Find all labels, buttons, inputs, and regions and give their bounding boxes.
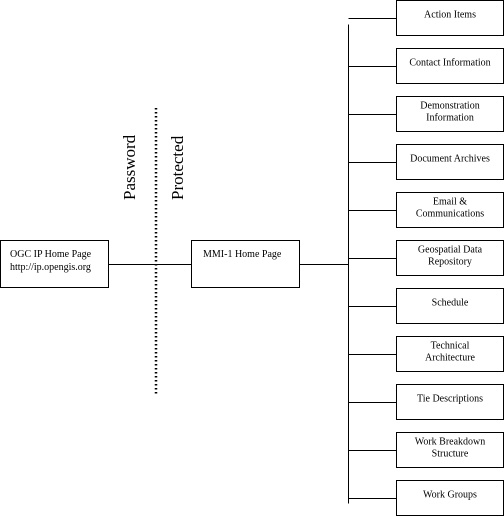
page-node-label: Action Items (424, 10, 476, 21)
page-node-label: Tie Descriptions (417, 394, 483, 405)
page-node-label: Contact Information (409, 58, 490, 69)
page-node-email-communications: Email &Communications (396, 192, 504, 228)
page-node-label: Schedule (432, 298, 469, 309)
ogc-node-line-1: OGC IP Home Page (10, 249, 92, 260)
ogc-home-page-node: OGC IP Home Page http://ip.opengis.org (0, 240, 109, 288)
mmi-node-label: MMI-1 Home Page (203, 249, 282, 260)
protected-label: Protected (168, 135, 187, 200)
page-node-label: Technical (431, 341, 470, 352)
page-node-contact-information: Contact Information (396, 48, 504, 84)
page-node-label: Architecture (425, 353, 476, 364)
page-node-label: Structure (432, 449, 469, 460)
page-node-label: Repository (428, 257, 472, 268)
page-node-document-archives: Document Archives (396, 144, 504, 180)
page-node-label: Information (426, 113, 474, 124)
page-node-label: Work Breakdown (415, 437, 486, 448)
page-node-label: Demonstration (420, 101, 479, 112)
ogc-node-line-2: http://ip.opengis.org (10, 262, 91, 273)
page-node-label: Document Archives (410, 154, 490, 165)
page-node-schedule: Schedule (396, 288, 504, 324)
page-node-work-groups: Work Groups (396, 480, 504, 516)
page-node-tie-descriptions: Tie Descriptions (396, 384, 504, 420)
password-label: Password (120, 134, 139, 200)
page-node-label: Communications (416, 209, 484, 220)
page-node-action-items: Action Items (396, 0, 504, 36)
page-node-label: Work Groups (423, 490, 477, 501)
mmi-home-page-node: MMI-1 Home Page (191, 240, 300, 288)
page-node-label: Email & (433, 197, 467, 208)
page-node-label: Geospatial Data (418, 245, 483, 256)
